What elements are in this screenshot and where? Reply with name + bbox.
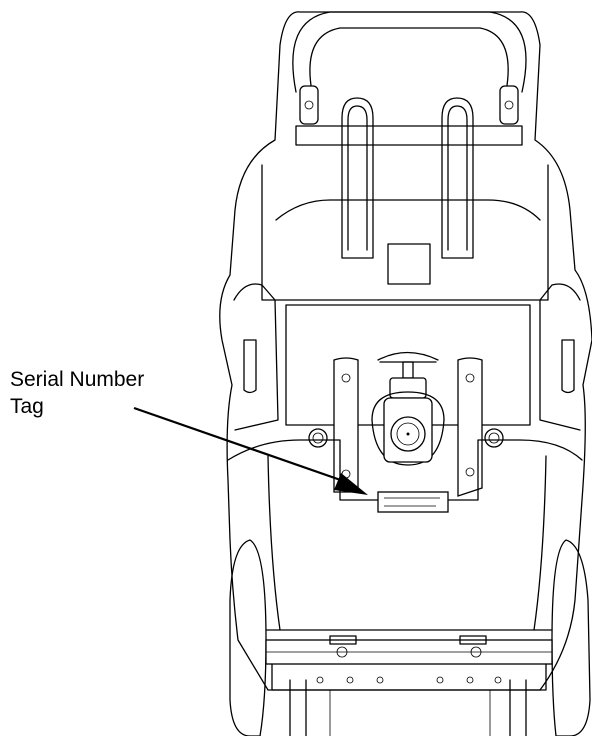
callout-line-1: Serial Number bbox=[10, 368, 145, 391]
label-plate bbox=[387, 243, 431, 285]
handle-knob-left bbox=[299, 85, 319, 125]
wheel-left bbox=[229, 539, 267, 737]
wheel-right bbox=[551, 539, 591, 737]
bolt-left bbox=[308, 428, 328, 448]
pad-right bbox=[441, 97, 474, 259]
valve-handwheel bbox=[377, 351, 439, 361]
valve-stem-housing bbox=[389, 377, 427, 399]
callout-arrowhead bbox=[334, 473, 368, 495]
callout-line-2: Tag bbox=[10, 395, 44, 418]
handle-loop bbox=[292, 11, 527, 93]
serial-number-callout: Serial Number Tag bbox=[10, 366, 144, 420]
callout-leader-line bbox=[133, 406, 353, 486]
pad-left bbox=[341, 97, 374, 259]
handle-knob-right bbox=[499, 85, 519, 125]
clamp-right bbox=[457, 357, 483, 497]
clamp-left bbox=[333, 357, 359, 493]
bolt-right bbox=[484, 428, 504, 448]
serial-number-tag bbox=[377, 491, 449, 513]
